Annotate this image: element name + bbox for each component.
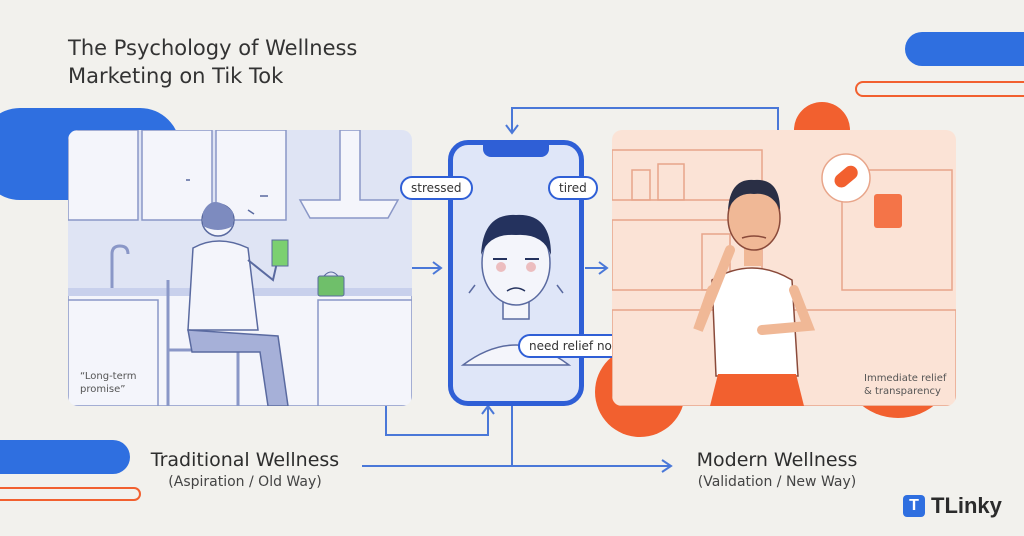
brand-logo: T TLinky: [903, 493, 1002, 519]
speech-bubble-stressed: stressed: [400, 176, 473, 200]
kitchen-scene: [68, 130, 412, 406]
modern-wellness-sublabel: (Validation / New Way): [697, 474, 857, 490]
modern-wellness-label: Modern Wellness: [696, 449, 858, 471]
logo-icon: T: [903, 495, 925, 517]
modern-wellness-illustration: Immediate relief & transparency: [612, 130, 956, 406]
stressed-person-face: [460, 214, 572, 366]
traditional-wellness-illustration: “Long-term promise”: [68, 130, 412, 406]
long-term-promise-note: “Long-term promise”: [80, 371, 137, 395]
phone-notch: [483, 143, 549, 157]
speech-bubble-tired: tired: [548, 176, 598, 200]
traditional-wellness-label: Traditional Wellness: [150, 449, 340, 471]
modern-scene: [612, 149, 956, 406]
brand-name: TLinky: [931, 493, 1002, 518]
immediate-relief-note: Immediate relief & transparency: [864, 373, 947, 397]
traditional-wellness-sublabel: (Aspiration / Old Way): [168, 474, 322, 490]
page-title: The Psychology of Wellness Marketing on …: [68, 36, 358, 88]
